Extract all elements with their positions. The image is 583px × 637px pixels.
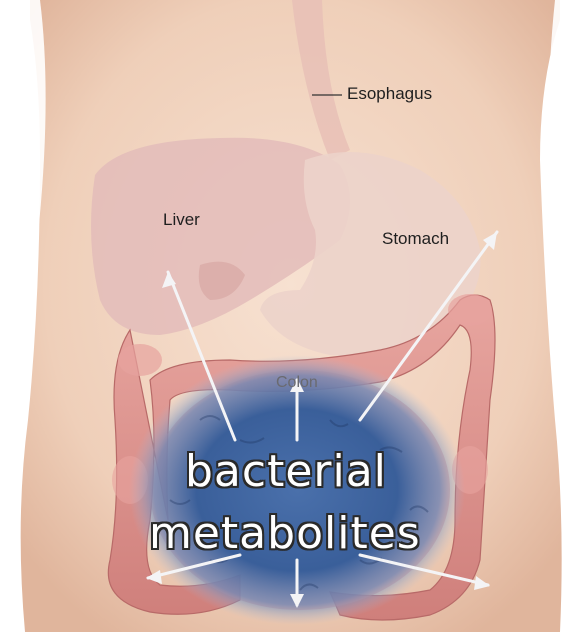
liver-label: Liver [163,210,200,230]
overlay-text-line1: bacterial [185,446,387,497]
colon-label: Colon [276,374,318,392]
overlay-text-line2: metabolites [149,508,421,559]
colon-haustra-2 [448,294,492,326]
esophagus-label: Esophagus [347,84,432,104]
stomach-label: Stomach [382,229,449,249]
colon-haustra-1 [118,344,162,376]
